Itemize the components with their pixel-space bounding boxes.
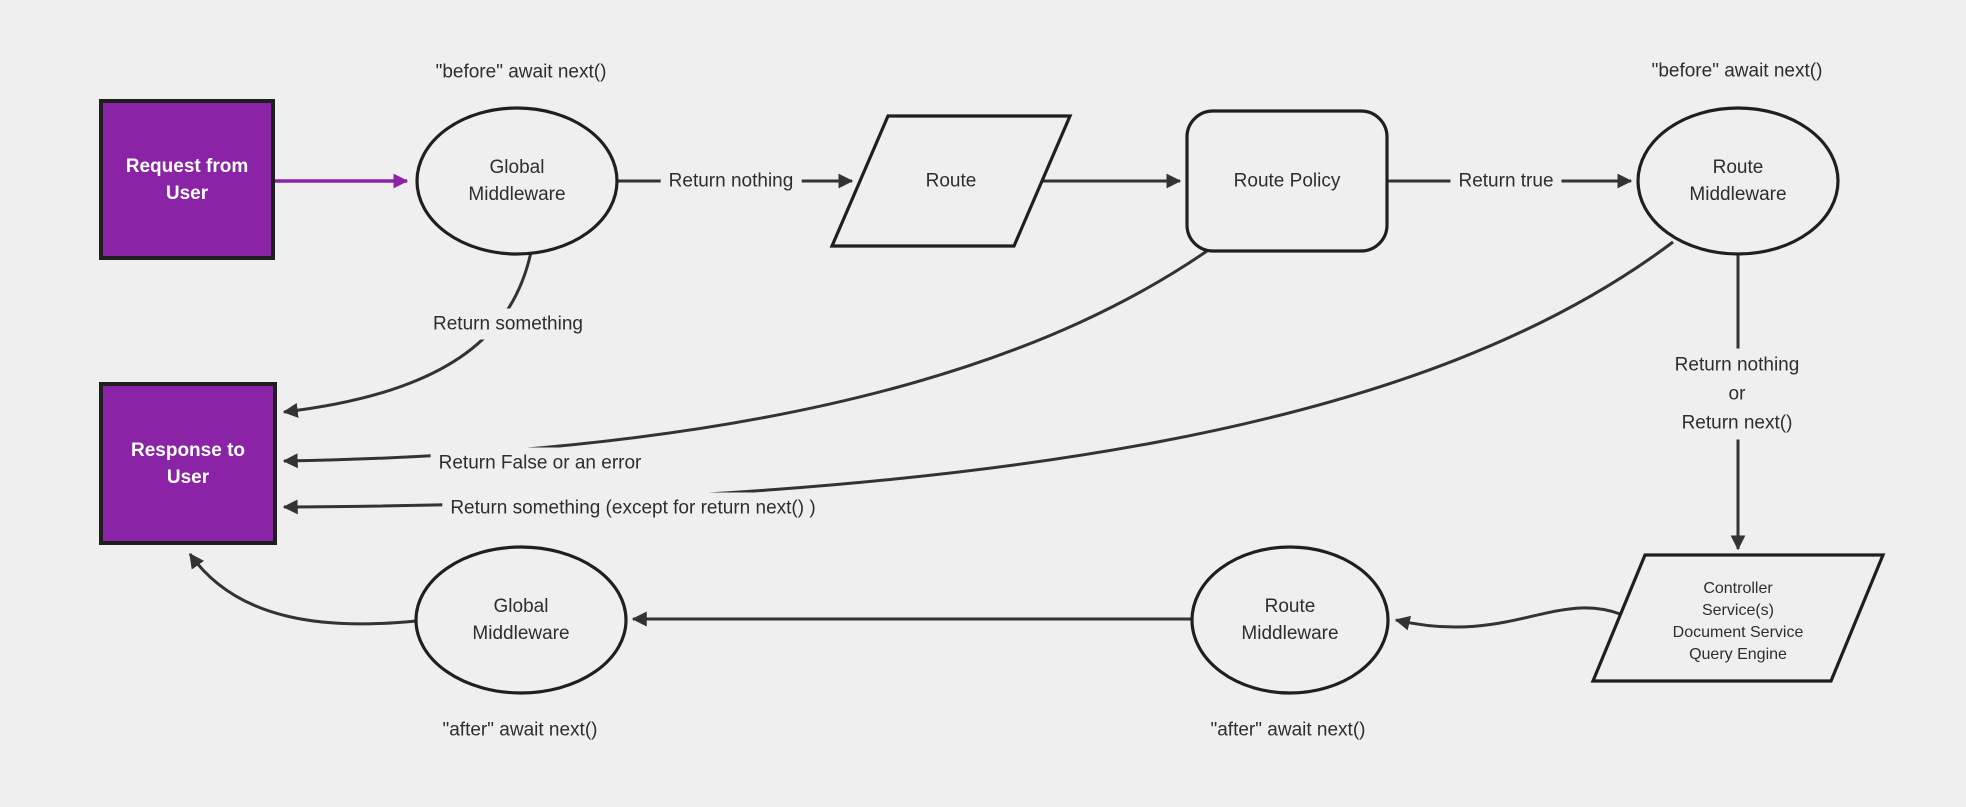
route-node-label: Route <box>925 170 977 192</box>
route-middleware-bottom-label: Route Middleware <box>1241 596 1339 644</box>
edge-controller-to-routemw-bottom <box>1394 606 1621 631</box>
node-route-middleware-bottom <box>1190 545 1390 695</box>
node-request-from-user <box>99 99 275 260</box>
controller-node-label: Controller Service(s) Document Service Q… <box>1672 580 1804 663</box>
node-global-middleware-bottom <box>414 545 628 695</box>
node-controller-services <box>1590 553 1886 683</box>
route-middleware-top-label: Route Middleware <box>1689 157 1787 205</box>
annotation-before-global: "before" await next() <box>435 61 607 83</box>
node-route-policy <box>1185 109 1389 253</box>
node-global-middleware-top <box>415 106 619 256</box>
annotation-before-route: "before" await next() <box>1651 60 1823 82</box>
edge-global-top-to-response <box>282 251 533 418</box>
edge-label-return-nothing-or-next: Return nothing or Return next() <box>1666 348 1808 440</box>
edge-label-return-something: Return something <box>425 308 591 340</box>
global-middleware-bottom-label: Global Middleware <box>472 596 570 644</box>
edge-label-return-something-except: Return something (except for return next… <box>442 492 824 524</box>
global-middleware-top-label: Global Middleware <box>468 157 566 205</box>
route-policy-node-label: Route Policy <box>1233 170 1341 192</box>
edge-label-return-false: Return False or an error <box>430 447 650 479</box>
edge-label-return-nothing: Return nothing <box>660 165 802 197</box>
request-node-label: Request from User <box>125 156 249 204</box>
node-route-middleware-top <box>1636 106 1840 256</box>
edge-label-return-true: Return true <box>1450 165 1562 197</box>
edge-global-bottom-to-response <box>188 552 417 626</box>
annotation-after-global: "after" await next() <box>442 719 598 741</box>
response-node-label: Response to User <box>130 440 246 488</box>
node-route <box>829 114 1073 248</box>
annotation-after-route: "after" await next() <box>1210 719 1366 741</box>
node-response-to-user <box>99 382 277 545</box>
edge-policy-to-response <box>282 249 1208 469</box>
